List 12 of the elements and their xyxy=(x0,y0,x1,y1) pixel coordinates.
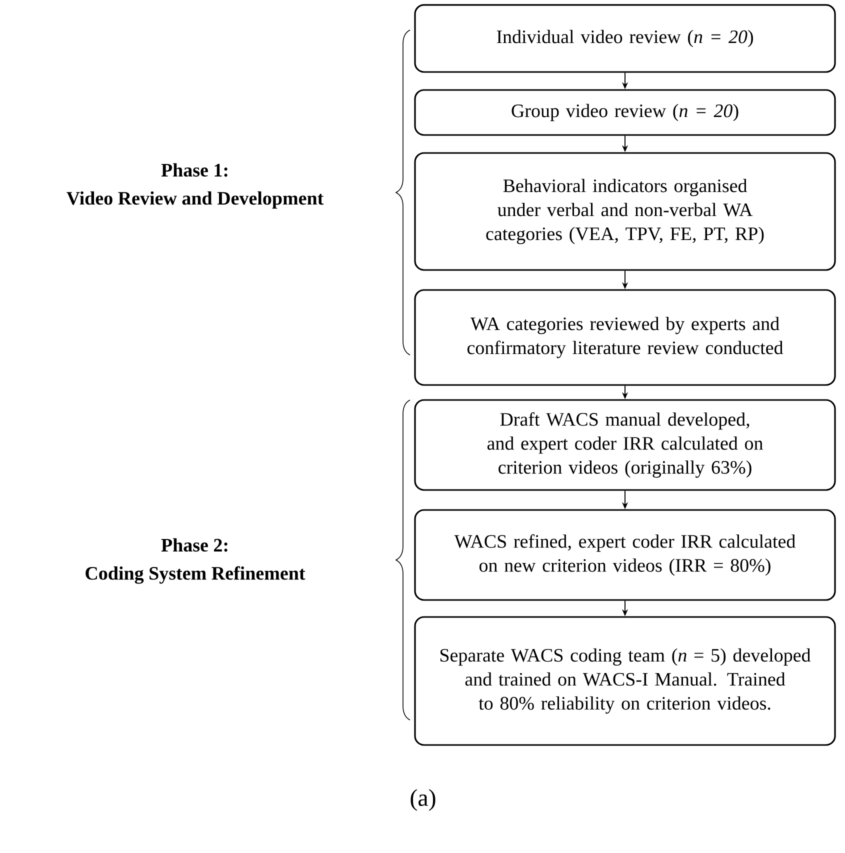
process-box: WACS refined, expert coder IRR calculated on new criterion videos (IRR = 80%) xyxy=(414,509,836,601)
phase-label: Phase 1: xyxy=(161,163,228,177)
process-box: Separate WACS coding team (n = 5) developed and trained on WACS-I Manual. Trained to 80% reliability on criterion videos. xyxy=(414,616,836,746)
phase-label: Phase 2: xyxy=(161,538,228,552)
process-box: Draft WACS manual developed, and expert coder IRR calculated on criterion videos (originally 63%) xyxy=(414,399,836,491)
phase-label: Coding System Refinement xyxy=(86,566,306,584)
process-box: WA categories reviewed by experts and confirmatory literature review conducted xyxy=(414,289,836,386)
process-box: Group video review (n = 20) xyxy=(414,89,836,136)
phase-label: Video Review and Development xyxy=(66,191,324,209)
process-box: Individual video review (n = 20) xyxy=(414,4,836,73)
caption: (a) xyxy=(410,789,436,811)
process-box: Behavioral indicators organised under verbal and non-verbal WA categories (VEA, TPV, FE, PT, RP) xyxy=(414,152,836,271)
